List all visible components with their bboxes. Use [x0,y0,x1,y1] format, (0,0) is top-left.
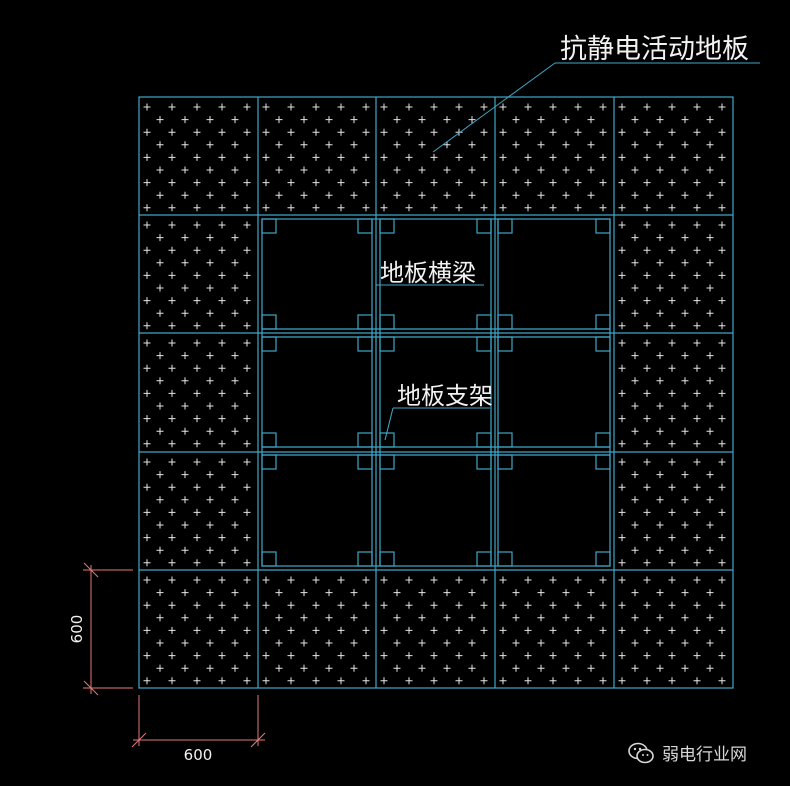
support-pedestal [357,314,373,330]
support-pedestal [476,314,492,330]
support-pedestal [357,218,373,234]
support-pedestal [261,432,277,448]
support-pedestal [261,314,277,330]
support-pedestal [357,454,373,470]
support-pedestal [261,454,277,470]
support-frame [261,218,611,567]
support-pedestal [476,551,492,567]
floor-label: 抗静电活动地板 [560,34,749,65]
support-pedestal [476,432,492,448]
support-pedestal [497,551,513,567]
horizontal-dimension [131,695,266,748]
frame-border [261,218,611,567]
support-pedestal [497,314,513,330]
support-pedestal [261,336,277,352]
support-pedestal [379,314,395,330]
floor-label-leader [432,62,760,153]
outer-border [138,96,734,689]
support-pedestal [497,432,513,448]
support-pedestal [595,218,611,234]
support-label-leader [384,407,490,441]
support-pedestal [379,432,395,448]
vertical-dimension [83,562,133,696]
watermark: 弱电行业网 [628,740,747,765]
support-pedestal [595,454,611,470]
support-pedestal [476,454,492,470]
support-pedestal [595,314,611,330]
vertical-dimension-value: 600 [68,615,86,644]
support-pedestal [357,551,373,567]
support-pedestal [379,336,395,352]
support-pedestal [261,551,277,567]
support-label: 地板支架 [397,382,493,410]
support-pedestal [595,432,611,448]
support-pedestal [379,218,395,234]
support-pedestal [497,454,513,470]
wechat-icon [628,742,654,763]
support-pedestal [379,551,395,567]
horizontal-dimension-value: 600 [184,746,213,764]
plus-marks [143,103,726,685]
support-pedestal [497,218,513,234]
beam-label: 地板横梁 [380,259,476,287]
support-pedestal [379,454,395,470]
floor-tile-pattern [143,103,726,685]
watermark-text: 弱电行业网 [662,745,747,765]
support-pedestal [357,336,373,352]
support-pedestal [476,218,492,234]
support-pedestal [476,336,492,352]
support-pedestal [261,218,277,234]
support-pedestal [595,551,611,567]
support-pedestal [497,336,513,352]
floor-tile-grid [138,96,734,689]
support-pedestal [595,336,611,352]
support-pedestal [357,432,373,448]
